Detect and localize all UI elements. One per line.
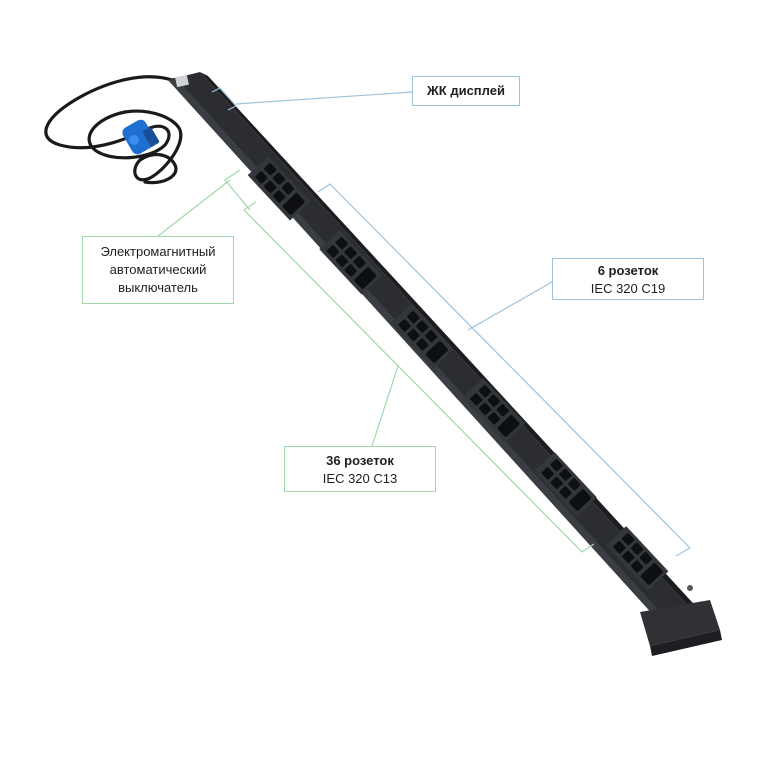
c13-outlet: [273, 190, 286, 203]
c13-count-label: 36 розеток: [326, 453, 394, 468]
c13-outlet: [335, 254, 348, 268]
c13-outlet: [487, 394, 500, 407]
outlet-group: [534, 452, 597, 517]
c13-outlet: [407, 311, 420, 324]
c13-outlet: [255, 171, 268, 184]
c13-outlet: [568, 478, 581, 491]
lcd-display-callout: ЖК дисплей: [412, 76, 520, 106]
c19-outlet: [282, 193, 305, 215]
c13-outlet: [470, 393, 483, 406]
c13-outlet: [264, 163, 277, 176]
c13-outlet: [496, 404, 509, 417]
c13-outlet: [353, 256, 366, 269]
c13-outlet: [416, 338, 429, 351]
c13-outlet: [487, 412, 501, 425]
c13-outlet: [416, 320, 429, 333]
c19-outlet: [640, 563, 663, 585]
c13-outlet: [478, 385, 492, 398]
circuit-breaker-callout: Электромагнитный автоматический выключат…: [82, 236, 234, 304]
outlet-group: [462, 378, 526, 443]
outlet-modules: [247, 156, 669, 591]
blue-plug: [122, 119, 160, 155]
c19-outlet: [497, 415, 520, 437]
c13-outlet: [559, 468, 572, 481]
c13-outlet: [639, 552, 652, 565]
c13-outlet: [631, 560, 644, 573]
c13-outlet: [326, 245, 340, 258]
c19-count-label: 6 розеток: [597, 263, 659, 278]
c13-outlet: [335, 237, 348, 250]
c19-outlets-callout: 6 розеток IEC 320 C19: [552, 258, 704, 300]
c13-outlet: [622, 533, 635, 546]
c19-type-label: IEC 320 C19: [590, 281, 666, 296]
breaker-line-1: Электромагнитный: [100, 244, 216, 259]
c13-outlet: [630, 542, 644, 555]
breaker-line-3: выключатель: [118, 280, 198, 295]
c13-outlet: [344, 264, 357, 277]
c13-outlet: [264, 180, 277, 194]
c13-outlet: [622, 550, 635, 564]
power-cable: [44, 75, 190, 185]
c13-outlet: [550, 476, 563, 490]
c13-outlet: [541, 467, 554, 480]
outlet-group: [390, 304, 454, 369]
outlet-group: [605, 526, 669, 591]
leader-lines: [157, 87, 691, 557]
c13-outlet: [344, 246, 357, 259]
c13-outlet: [425, 330, 438, 343]
c13-outlet: [478, 402, 492, 416]
breaker-line-2: автоматический: [109, 262, 207, 277]
c19-outlet: [569, 489, 592, 511]
lcd-display-label: ЖК дисплей: [427, 83, 505, 98]
c13-outlet: [613, 541, 626, 554]
c13-type-label: IEC 320 C13: [322, 471, 398, 486]
c19-outlet: [425, 341, 448, 363]
c13-outlet: [272, 172, 286, 185]
c13-outlet: [398, 319, 411, 332]
c19-outlet: [354, 267, 377, 289]
outlet-group: [319, 230, 383, 295]
c13-outlets-callout: 36 розеток IEC 320 C13: [284, 446, 436, 492]
c13-outlet: [559, 486, 572, 499]
outlet-group: [247, 156, 311, 221]
c13-outlet: [550, 459, 563, 472]
c13-outlet: [281, 182, 294, 195]
c13-outlet: [407, 328, 420, 342]
